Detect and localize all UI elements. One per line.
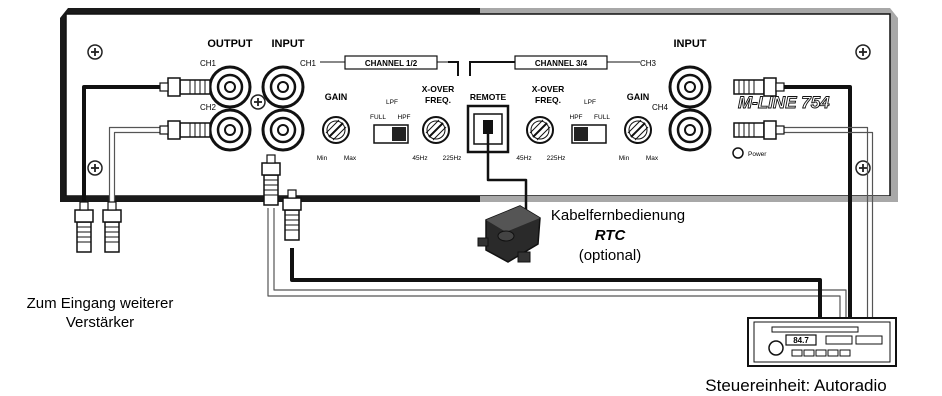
ch3-input-label: CH3 [640, 59, 657, 68]
rtc-name: RTC [595, 227, 627, 244]
model-name: M-LINE 754 [738, 93, 830, 112]
input-left-label: INPUT [272, 38, 305, 50]
filter-switch-left: LPF FULL HPF [370, 99, 411, 144]
gain-right-max: Max [646, 155, 659, 162]
freq-low-left: 45Hz [412, 155, 427, 162]
channel-34-label: CHANNEL 3/4 [535, 59, 588, 68]
rtc-remote-icon [477, 205, 541, 263]
freq-low-right: 45Hz [516, 155, 531, 162]
car-radio-icon: 84.7 [747, 317, 897, 367]
channel-12-label: CHANNEL 1/2 [365, 59, 418, 68]
input-ch1-plug [261, 154, 281, 206]
ch1-input-label: CH1 [300, 59, 317, 68]
screw-icon [250, 94, 266, 110]
output-free-plugs [74, 201, 122, 253]
filter-switch-right: LPF HPF FULL [570, 99, 610, 144]
channel-12-banner: CHANNEL 1/2 [320, 55, 459, 76]
ch2-output-label: CH2 [200, 103, 217, 112]
lpf-left-label: LPF [386, 99, 398, 106]
input-ch3-jack [668, 65, 712, 109]
input-ch2-plug [282, 189, 302, 241]
gain-left-label: GAIN [325, 92, 348, 102]
ch4-input-label: CH4 [652, 103, 669, 112]
output-label: OUTPUT [207, 38, 253, 50]
left-caption-line2: Verstärker [66, 314, 134, 331]
channel-34-banner: CHANNEL 3/4 [469, 55, 640, 76]
power-led-icon [732, 147, 744, 159]
lpf-right-label: LPF [584, 99, 596, 106]
gain-left-max: Max [344, 155, 357, 162]
gain-right-knob-icon [624, 116, 652, 144]
freq-high-left: 225Hz [443, 155, 462, 162]
xover-right-label: X-OVER [532, 84, 565, 94]
freq-high-right: 225Hz [547, 155, 566, 162]
input-ch1-jack [261, 65, 305, 109]
input-right-label: INPUT [674, 38, 707, 50]
input-ch4-jack [668, 108, 712, 152]
screw-icon [87, 44, 103, 60]
freq-left-label: FREQ. [425, 95, 451, 105]
full-left-label: FULL [370, 114, 386, 121]
left-caption-line1: Zum Eingang weiterer [27, 295, 174, 312]
power-label: Power [748, 151, 767, 158]
full-right-label: FULL [594, 114, 610, 121]
gain-right-label: GAIN [627, 92, 650, 102]
remote-label: REMOTE [470, 92, 507, 102]
screw-icon [855, 44, 871, 60]
gain-left-knob-icon [322, 116, 350, 144]
gain-left-min: Min [317, 155, 328, 162]
xover-left-knob-icon [422, 116, 450, 144]
cables [82, 85, 874, 318]
output-ch2-jack [208, 108, 252, 152]
rtc-title: Kabelfernbedienung [551, 207, 685, 224]
input-ch2-jack [261, 108, 305, 152]
screw-icon [87, 160, 103, 176]
hpf-right-label: HPF [570, 114, 583, 121]
gain-right-min: Min [619, 155, 630, 162]
freq-right-label: FREQ. [535, 95, 561, 105]
radio-display: 84.7 [793, 336, 809, 345]
xover-right-knob-icon [526, 116, 554, 144]
rtc-optional: (optional) [579, 247, 642, 264]
output-ch1-jack [208, 65, 252, 109]
radio-caption: Steuereinheit: Autoradio [705, 376, 886, 395]
xover-left-label: X-OVER [422, 84, 455, 94]
ch1-output-label: CH1 [200, 59, 217, 68]
hpf-left-label: HPF [398, 114, 411, 121]
